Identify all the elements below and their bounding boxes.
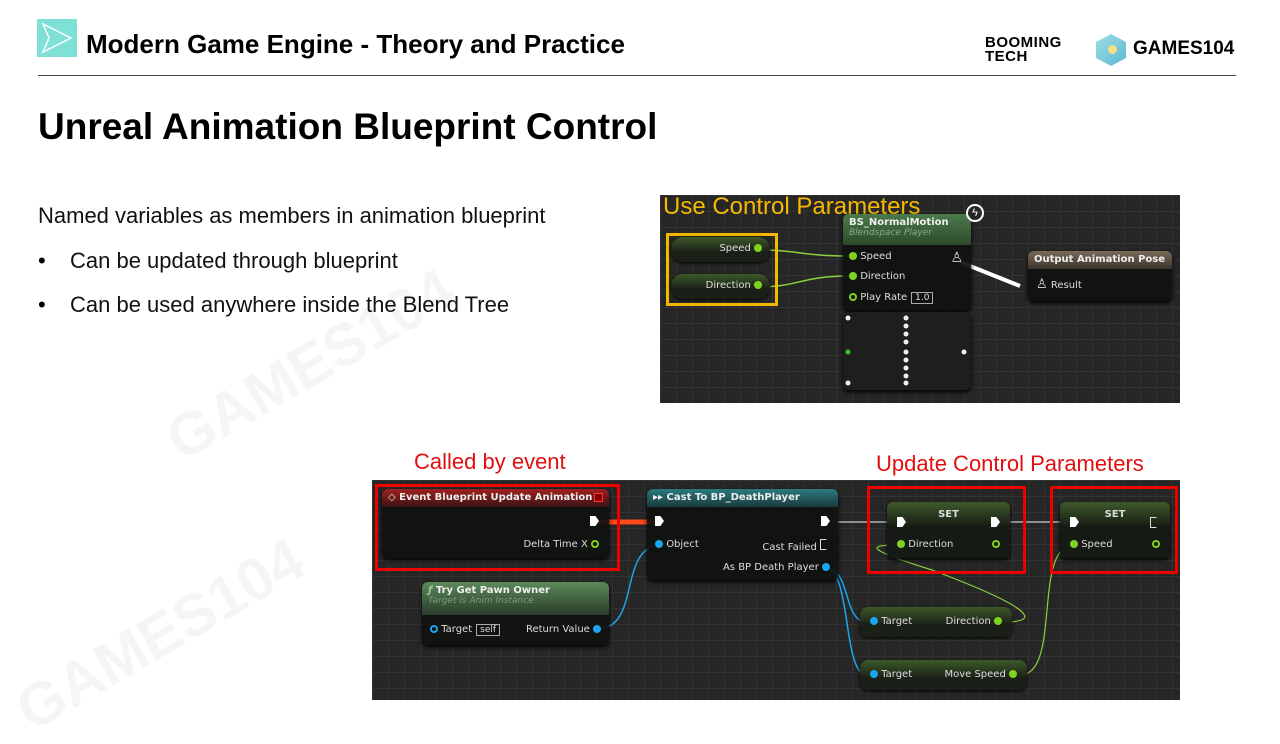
intro-text: Named variables as members in animation … xyxy=(38,203,546,228)
watermark: GAMES104 xyxy=(4,525,316,744)
games104-logo: GAMES104 xyxy=(1133,38,1235,59)
node-title: Cast To BP_DeathPlayer xyxy=(666,492,800,503)
node-title: BS_NormalMotion xyxy=(849,217,949,228)
output-animation-pose-node[interactable]: Output Animation Pose ♙ Result xyxy=(1028,251,1172,301)
blendspace-preview xyxy=(843,312,971,390)
node-title: Output Animation Pose xyxy=(1028,251,1172,269)
node-subtitle: Blendspace Player xyxy=(849,228,932,238)
cast-node[interactable]: ▸▸ Cast To BP_DeathPlayer Object Cast Fa… xyxy=(647,489,838,580)
play-rate-input[interactable]: 1.0 xyxy=(911,292,934,304)
variable-direction[interactable]: Direction xyxy=(671,274,770,299)
watermark: GAMES104 xyxy=(154,255,466,475)
highlight-box xyxy=(867,486,1026,574)
bullet-dot: • xyxy=(38,248,46,273)
highlight-box xyxy=(375,484,620,571)
pose-pin-icon: ♙ xyxy=(950,250,963,266)
set-direction-node[interactable]: SET Direction xyxy=(887,502,1010,558)
bullet-2: Can be used anywhere inside the Blend Tr… xyxy=(70,292,510,317)
event-update-animation-node[interactable]: ◇ Event Blueprint Update Animation Delta… xyxy=(382,489,609,558)
cube-dot xyxy=(1108,45,1117,54)
lightning-icon: ϟ xyxy=(966,204,984,222)
bullet-dot: • xyxy=(38,292,46,317)
caption-called-by-event: Called by event xyxy=(414,449,566,474)
slide-title: Unreal Animation Blueprint Control xyxy=(38,106,658,147)
header-divider xyxy=(38,75,1236,76)
highlight-box xyxy=(666,233,778,306)
get-direction-node[interactable]: Target Direction xyxy=(860,607,1012,637)
get-move-speed-node[interactable]: Target Move Speed xyxy=(860,660,1027,690)
variable-speed[interactable]: Speed xyxy=(671,237,770,262)
node-title: Event Blueprint Update Animation xyxy=(399,492,593,503)
set-speed-node[interactable]: SET Speed xyxy=(1060,502,1170,558)
highlight-box xyxy=(1050,486,1178,574)
anim-graph-screenshot: Use Control Parameters Speed Direction B… xyxy=(660,195,1180,403)
course-logo-icon xyxy=(37,19,77,57)
bullet-1: Can be updated through blueprint xyxy=(70,248,398,273)
course-title: Modern Game Engine - Theory and Practice xyxy=(86,29,625,59)
event-graph-screenshot: ◇ Event Blueprint Update Animation Delta… xyxy=(372,480,1180,700)
self-field[interactable]: self xyxy=(476,624,501,636)
caption-update-control-parameters: Update Control Parameters xyxy=(876,451,1144,476)
